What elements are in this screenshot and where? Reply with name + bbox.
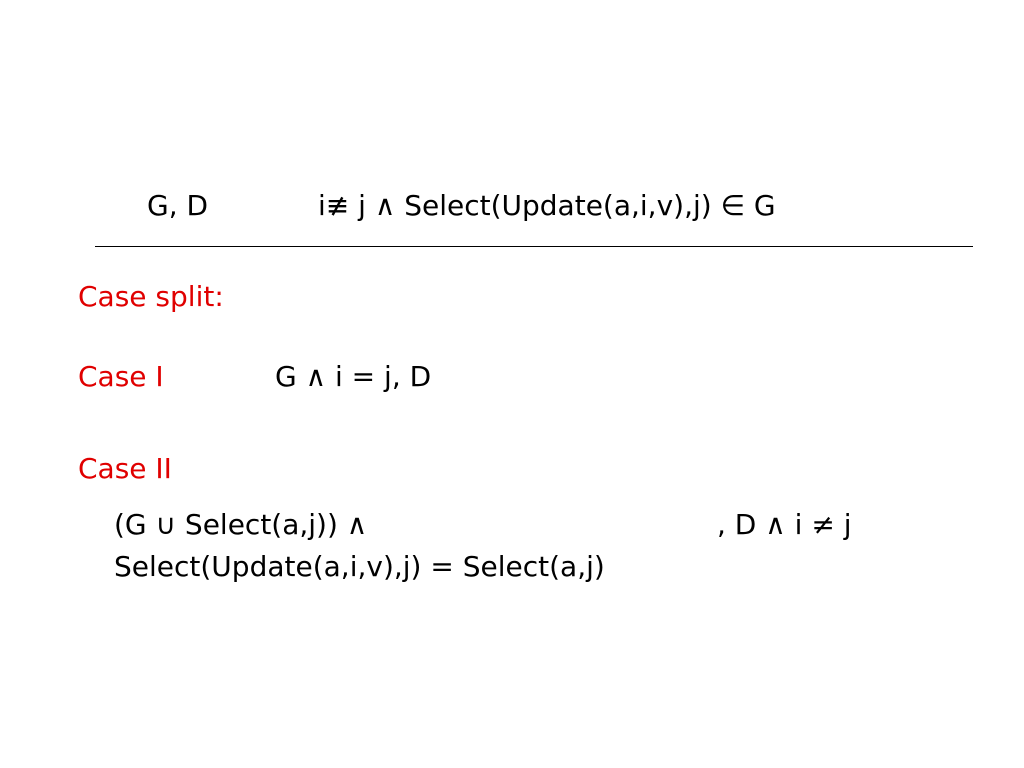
judgement-context: G, D (147, 189, 209, 222)
case-2-premise-line2: Select(Update(a,i,v),j) = Select(a,j) (114, 550, 605, 583)
judgement-goal: i≢ j ∧ Select(Update(a,i,v),j) ∈ G (318, 189, 776, 222)
case-2-label: Case II (78, 452, 172, 485)
case-1-premise: G ∧ i = j, D (275, 360, 432, 393)
inference-rule-line (95, 246, 973, 247)
case-2-premise-line1-right: , D ∧ i ≠ j (717, 508, 852, 541)
case-2-premise-line1-left: (G ∪ Select(a,j)) ∧ (114, 508, 368, 541)
case-split-label: Case split: (78, 280, 224, 313)
case-1-label: Case I (78, 360, 164, 393)
